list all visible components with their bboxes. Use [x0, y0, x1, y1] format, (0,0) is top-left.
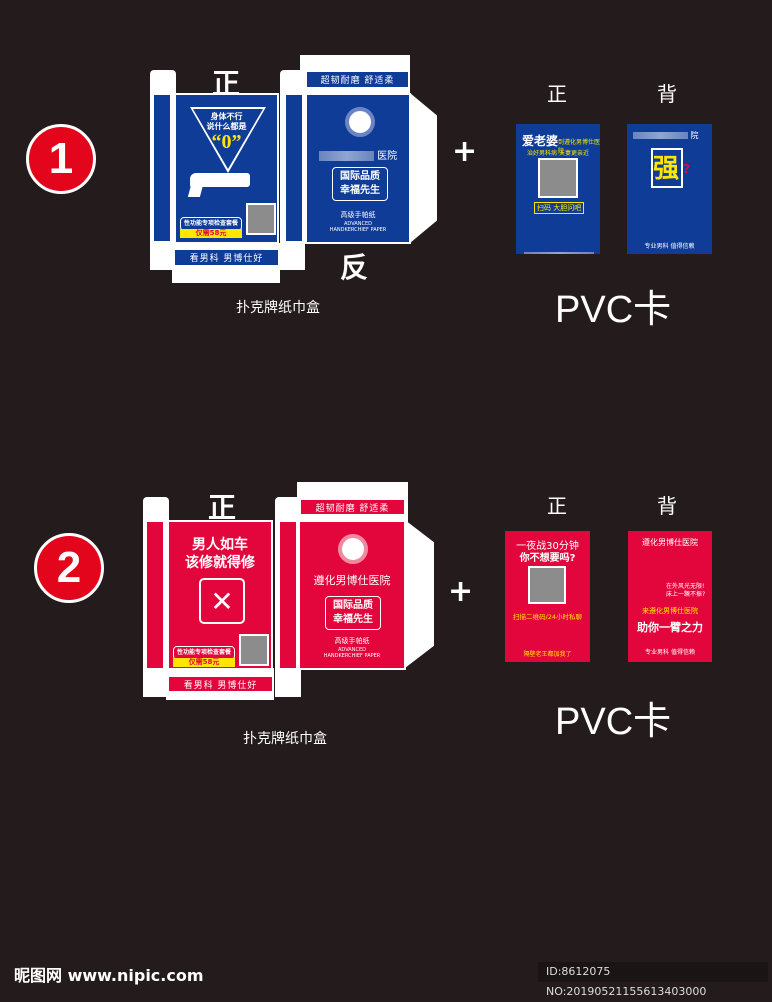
card-front-label: 正	[547, 494, 567, 518]
english-line-1: ADVANCED	[338, 647, 366, 653]
hospital-logo-icon	[345, 107, 375, 137]
card-sub: 到遵化男博仕医院	[558, 139, 600, 155]
card-footer: 隔壁老王都加我了	[523, 651, 572, 658]
bottom-bar: 看男科 男博仕好	[175, 250, 278, 265]
back-label: 反	[340, 251, 369, 284]
pvc-card-front: 爱老婆 到遵化男博仕医院 治好男科病 夫妻更亲近 扫码 大胆问吧	[516, 124, 600, 254]
right-side-strip	[286, 95, 302, 241]
card-line2: 治好男科病 夫妻更亲近	[527, 150, 589, 157]
english-line-1: ADVANCED	[344, 221, 372, 227]
pvc-label: PVC卡	[555, 289, 672, 331]
bottom-bar: 看男科 男博仕好	[169, 677, 272, 691]
pvc-card-front: 一夜战30分钟 你不想要吗? 扫描二维码/24小时私聊 隔壁老王都加我了	[505, 531, 590, 662]
wrench-screwdriver-icon: ✕	[199, 578, 245, 624]
card-line2: 你不想要吗?	[519, 553, 576, 564]
come-text: 来遵化男博仕医院	[642, 607, 698, 615]
caption: 扑克牌纸巾盒	[236, 300, 320, 316]
top-bar: 超韧耐磨 舒适柔	[307, 72, 408, 87]
card-back-label: 背	[657, 82, 677, 106]
qr-code	[528, 566, 566, 604]
front-label: 正	[208, 491, 237, 524]
qr-code	[246, 203, 276, 235]
box-front-panel: 身体不行 说什么都是 “0” 性功能专项检查套餐 仅需58元	[174, 93, 279, 244]
right-flap	[405, 520, 434, 668]
plus-sign: +	[448, 574, 474, 609]
price-label: 仅需58元	[173, 658, 235, 667]
headline-1: 男人如车	[192, 537, 248, 553]
box-back-panel: 医院 国际品质幸福先生 高级手帕纸 ADVANCED HANDKERCHIEF …	[305, 93, 411, 244]
card-title: 爱老婆	[522, 134, 559, 148]
top-bar: 超韧耐磨 舒适柔	[301, 500, 404, 514]
right-side-strip	[280, 522, 296, 668]
watermark-id: ID:8612075 NO:20190521155613403000	[538, 962, 768, 998]
pvc-card-back: 遵化男博仕医院 在外风光无限! 床上一蹶不振? 来遵化男博仕医院 助你一臂之力 …	[628, 531, 712, 662]
bubble-1: 在外风光无限!	[666, 583, 705, 590]
bubble-2: 床上一蹶不振?	[666, 591, 706, 598]
card-footer: 专业男科 值得信赖	[644, 243, 695, 250]
number-badge-2: 2	[34, 533, 104, 603]
slogan-box: 国际品质幸福先生	[332, 167, 388, 201]
help-text: 助你一臂之力	[637, 621, 703, 634]
hospital-logo-icon	[338, 534, 368, 564]
hospital-name: 医院	[307, 147, 409, 162]
tissue-text: 高级手帕纸	[334, 637, 370, 645]
pvc-label: PVC卡	[555, 701, 672, 743]
card-front-label: 正	[547, 82, 567, 106]
caption: 扑克牌纸巾盒	[243, 731, 327, 747]
left-side-strip	[147, 522, 163, 668]
right-flap	[410, 93, 437, 243]
watermark-logo: 昵图网 www.nipic.com	[14, 966, 204, 985]
card-line1: 一夜战30分钟	[516, 541, 579, 552]
zero-text: “0”	[211, 131, 242, 153]
headline-2: 该修就得修	[185, 555, 255, 571]
scan-text: 扫码 大胆问吧	[534, 202, 585, 214]
hospital-name: 遵化男博仕医院	[313, 574, 391, 587]
tissue-text: 高级手帕纸	[340, 211, 376, 219]
revolver-icon	[190, 173, 250, 187]
headline-2: 说什么都是	[206, 122, 247, 131]
plus-sign: +	[452, 134, 478, 169]
scan-text: 扫描二维码/24小时私聊	[513, 613, 582, 621]
card-footer: 专业男科 值得信赖	[645, 649, 695, 656]
box-front-panel: 男人如车 该修就得修 ✕ 性功能专项检查套餐 仅需58元	[167, 520, 273, 670]
slogan-box: 国际品质幸福先生	[325, 596, 381, 630]
english-line-2: HANDKERCHIEF PAPER	[323, 653, 381, 659]
english-line-2: HANDKERCHIEF PAPER	[329, 227, 387, 233]
number-badge-1: 1	[26, 124, 96, 194]
card-back-label: 背	[657, 494, 677, 518]
box-back-panel: 遵化男博仕医院 国际品质幸福先生 高级手帕纸 ADVANCED HANDKERC…	[298, 520, 406, 670]
left-side-strip	[154, 95, 170, 241]
qr-code	[538, 158, 578, 198]
qr-code	[239, 634, 269, 666]
price-label: 仅需58元	[180, 229, 242, 238]
strong-character: 强	[653, 154, 680, 184]
card-hospital: 遵化男博仕医院	[642, 538, 698, 547]
question-mark: ?	[683, 162, 690, 176]
pvc-card-back: 院 强 ? 专业男科 值得信赖	[627, 124, 712, 254]
headline-1: 身体不行	[210, 112, 243, 121]
